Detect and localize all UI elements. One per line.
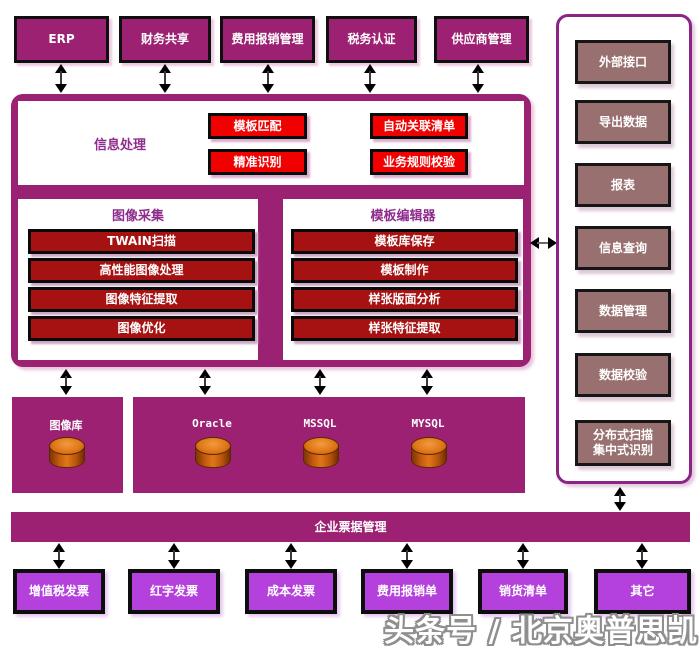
database-cylinder-icon <box>195 437 231 469</box>
module-twain-scan: TWAIN扫描 <box>28 229 255 254</box>
module-template-making: 模板制作 <box>291 258 518 283</box>
node-distributed-scan-central-recognition: 分布式扫描 集中式识别 <box>575 420 671 466</box>
node-other: 其它 <box>594 569 691 614</box>
node-vat-invoice: 增值税发票 <box>13 569 105 614</box>
double-arrow-icon <box>52 543 66 569</box>
mysql-label: MYSQL <box>411 417 445 430</box>
node-data-verification: 数据校验 <box>575 353 671 397</box>
node-data-mgmt: 数据管理 <box>575 289 671 333</box>
image-library-label: 图像库 <box>49 419 83 432</box>
node-tax-certification: 税务认证 <box>326 16 417 63</box>
double-arrow-icon <box>313 369 327 395</box>
image-capture-title: 图像采集 <box>111 208 164 224</box>
module-precise-recognition: 精准识别 <box>208 149 307 175</box>
double-arrow-icon <box>471 64 485 93</box>
oracle-label: Oracle <box>192 417 232 430</box>
module-sample-feature-extraction: 样张特征提取 <box>291 316 518 341</box>
node-supplier-mgmt: 供应商管理 <box>434 16 529 63</box>
node-expense-reimbursement-mgmt: 费用报销管理 <box>220 16 315 63</box>
node-export-data: 导出数据 <box>575 100 671 144</box>
double-arrow-icon <box>158 64 172 93</box>
node-sales-list: 销货清单 <box>478 569 568 614</box>
double-arrow-icon <box>59 369 73 395</box>
double-arrow-icon <box>167 543 181 569</box>
database-cylinder-icon <box>303 437 339 469</box>
database-cylinder-icon <box>49 437 85 469</box>
module-image-feature-extraction: 图像特征提取 <box>28 287 255 312</box>
double-arrow-icon <box>261 64 275 93</box>
node-cost-invoice: 成本发票 <box>245 569 337 614</box>
watermark-text: 头条号 / 北京奥普思凯 <box>384 614 698 649</box>
double-arrow-icon <box>530 236 557 250</box>
info-processing-title: 信息处理 <box>93 137 146 153</box>
double-arrow-icon <box>516 543 530 569</box>
module-image-optimization: 图像优化 <box>28 316 255 341</box>
module-auto-link-list: 自动关联清单 <box>370 113 468 139</box>
double-arrow-icon <box>363 64 377 93</box>
module-template-library-save: 模板库保存 <box>291 229 518 254</box>
bill-management-bar: 企业票据管理 <box>11 512 690 542</box>
double-arrow-icon <box>420 369 434 395</box>
module-template-matching: 模板匹配 <box>208 113 307 139</box>
database-cylinder-icon <box>411 437 447 469</box>
node-external-interface: 外部接口 <box>575 40 671 84</box>
module-business-rule-check: 业务规则校验 <box>370 149 468 175</box>
double-arrow-icon <box>635 543 649 569</box>
node-expense-claim-form: 费用报销单 <box>361 569 453 614</box>
node-reports: 报表 <box>575 163 671 207</box>
node-finance-sharing: 财务共享 <box>119 16 211 63</box>
double-arrow-icon <box>198 369 212 395</box>
node-info-query: 信息查询 <box>575 226 671 270</box>
node-erp: ERP <box>14 16 109 63</box>
module-sample-layout-analysis: 样张版面分析 <box>291 287 518 312</box>
mssql-label: MSSQL <box>303 417 337 430</box>
module-hiperf-image-processing: 高性能图像处理 <box>28 258 255 283</box>
double-arrow-icon <box>284 543 298 569</box>
template-editor-title: 模板编辑器 <box>370 208 436 224</box>
double-arrow-icon <box>400 543 414 569</box>
double-arrow-icon <box>613 487 627 511</box>
node-red-letter-invoice: 红字发票 <box>128 569 220 614</box>
double-arrow-icon <box>54 64 68 93</box>
